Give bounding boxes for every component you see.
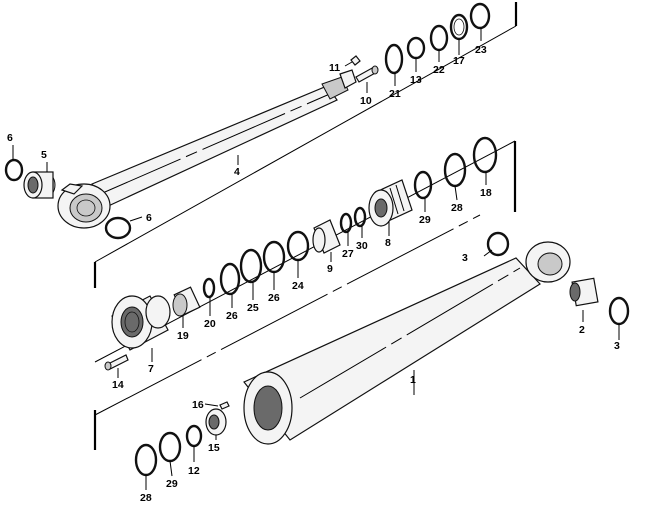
- ring-part-24: [286, 230, 310, 262]
- ring-part-6-left: [4, 158, 24, 182]
- callout-19: 19: [177, 330, 189, 342]
- callout-13: 13: [410, 74, 422, 86]
- callout-11: 11: [329, 62, 340, 74]
- callout-3-top: 3: [462, 252, 468, 264]
- callout-1: 1: [410, 374, 416, 386]
- callout-18: 18: [480, 187, 492, 199]
- callout-4: 4: [234, 166, 240, 178]
- callout-29-bottom: 29: [166, 478, 178, 490]
- callout-6-left: 6: [7, 132, 13, 144]
- callout-30: 30: [356, 240, 368, 252]
- nut-part-15: [205, 408, 227, 436]
- callout-16: 16: [192, 399, 204, 411]
- callout-7: 7: [148, 363, 154, 375]
- piston-part-8: [368, 179, 413, 227]
- bushing-part-9: [312, 219, 341, 254]
- callout-9: 9: [327, 263, 333, 275]
- callout-27: 27: [342, 248, 354, 260]
- callout-15: 15: [208, 442, 220, 454]
- bushing-part-19: [172, 286, 201, 317]
- ring-part-12: [185, 424, 203, 448]
- callout-20: 20: [204, 318, 216, 330]
- callout-14: 14: [112, 379, 124, 391]
- callout-26-left: 26: [226, 310, 238, 322]
- gland-part-7: [111, 295, 171, 351]
- callout-3-right: 3: [614, 340, 620, 352]
- callout-8: 8: [385, 237, 391, 249]
- callout-10: 10: [360, 95, 372, 107]
- ring-part-17: [449, 13, 469, 41]
- screw-part-16: [219, 401, 230, 410]
- ring-part-3-top: [486, 231, 510, 257]
- callout-5: 5: [41, 149, 47, 161]
- ring-part-27: [339, 212, 353, 234]
- piston-rod-part-4: [57, 69, 357, 229]
- ring-part-20: [202, 277, 216, 299]
- ring-part-13: [406, 36, 426, 60]
- ring-part-30: [353, 206, 367, 228]
- leader-lines: [12, 28, 620, 490]
- ring-part-21: [384, 43, 404, 75]
- ring-part-18: [472, 136, 498, 174]
- callout-22: 22: [433, 64, 445, 76]
- callout-26-right: 26: [268, 292, 280, 304]
- bolt-part-14: [104, 354, 129, 371]
- callout-28-top: 28: [451, 202, 463, 214]
- ring-part-29-top: [413, 170, 433, 200]
- callout-2: 2: [579, 324, 585, 336]
- ring-part-3-right: [608, 296, 630, 326]
- callout-24: 24: [292, 280, 304, 292]
- callout-29-top: 29: [419, 214, 431, 226]
- callout-17: 17: [453, 55, 465, 67]
- bushing-part-5: [23, 171, 56, 199]
- bushing-part-2: [569, 277, 599, 307]
- callout-labels: 1 2 3 3 4 5 6 6 7 8 9 10 11 12 13 14 15 …: [7, 44, 620, 504]
- callout-25: 25: [247, 302, 259, 314]
- callout-12: 12: [188, 465, 200, 477]
- pin-part-10: [355, 65, 379, 83]
- callout-6-right: 6: [146, 212, 152, 224]
- callout-28-bottom: 28: [140, 492, 152, 504]
- ring-part-28-top: [443, 152, 467, 188]
- cylinder-tube-part-1: [243, 241, 571, 445]
- callout-23: 23: [475, 44, 487, 56]
- pin-part-11: [350, 55, 361, 66]
- ring-part-29-bottom: [158, 431, 182, 463]
- ring-part-6-right: [104, 216, 132, 240]
- ring-part-26-left: [219, 262, 241, 296]
- ring-part-23: [469, 2, 491, 30]
- callout-21: 21: [389, 88, 401, 100]
- ring-part-25: [239, 248, 263, 284]
- ring-part-28-bottom: [134, 443, 158, 477]
- ring-part-22: [429, 24, 449, 52]
